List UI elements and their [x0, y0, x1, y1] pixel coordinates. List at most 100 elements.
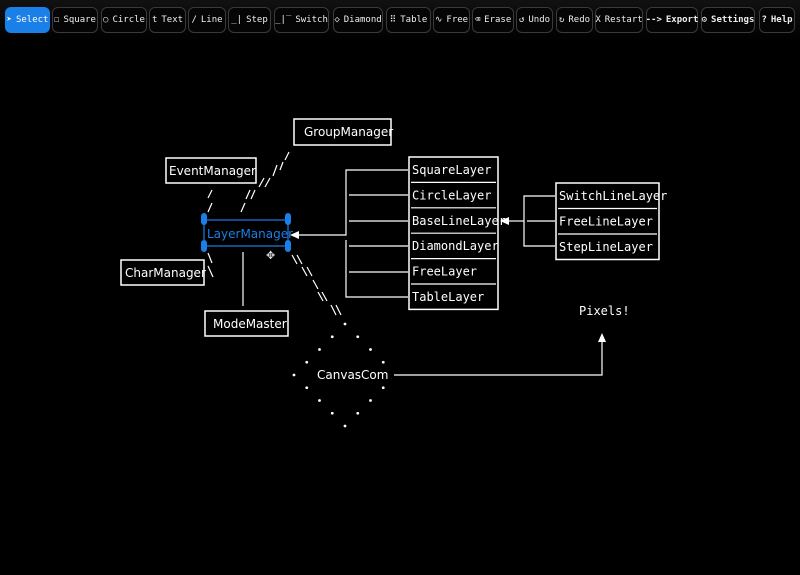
node-char-manager[interactable]: CharManager — [120, 259, 206, 286]
step-icon: _| — [231, 15, 243, 25]
char-manager-label: CharManager — [125, 266, 206, 280]
diamond-dot — [369, 399, 372, 402]
step-button[interactable]: _|Step — [228, 7, 271, 33]
switch-icon: _|‾ — [275, 15, 292, 25]
text-icon: t — [151, 15, 158, 25]
move-cursor-icon: ✥ — [266, 249, 275, 262]
square-button[interactable]: ☐Square — [52, 7, 98, 33]
table-cell[interactable]: BaseLineLayer — [412, 214, 506, 228]
help-button[interactable]: ?Help — [759, 7, 795, 33]
undo-button[interactable]: ↺Undo — [516, 7, 553, 33]
diamond-dot — [305, 386, 309, 390]
node-canvas-com[interactable]: CanvasCom — [292, 322, 389, 428]
table-cell[interactable]: DiamondLayer — [412, 239, 499, 253]
layer-table-border — [408, 156, 499, 311]
freehand-icon: ∿ — [434, 15, 443, 25]
line-button-label: Line — [200, 15, 223, 25]
table-cell[interactable]: CircleLayer — [412, 188, 491, 202]
square-button-label: Square — [63, 15, 96, 25]
restart-icon: X — [595, 15, 601, 25]
free-button-label: Free — [446, 15, 469, 25]
node-event-manager[interactable]: EventManager — [165, 157, 257, 184]
resize-handle-top-left[interactable] — [201, 213, 207, 225]
table-button[interactable]: ⠿Table — [386, 7, 431, 33]
select-button[interactable]: ➤Select — [5, 7, 50, 33]
circle-button[interactable]: ○Circle — [101, 7, 147, 33]
diamond-dot — [343, 322, 347, 326]
diamond-button-label: Diamond — [343, 15, 382, 25]
connector-group-to-layer — [240, 151, 290, 213]
export-button[interactable]: -->Export — [646, 7, 698, 33]
line-button[interactable]: /Line — [188, 7, 226, 33]
node-layer-manager[interactable]: LayerManager ✥ — [201, 213, 293, 262]
line-icon: / — [191, 15, 197, 25]
resize-handle-top-right[interactable] — [285, 213, 291, 225]
node-mode-master[interactable]: ModeMaster — [204, 310, 289, 337]
pixels-label[interactable]: Pixels! — [579, 304, 630, 318]
circle-button-label: Circle — [112, 15, 145, 25]
line-layer-table[interactable]: SwitchLineLayerFreeLineLayerStepLineLaye… — [555, 182, 667, 261]
resize-handle-bottom-right[interactable] — [285, 240, 291, 252]
connector-layers-to-layer-manager — [290, 169, 408, 298]
diamond-dot — [356, 411, 360, 415]
redo-button[interactable]: ↻Redo — [556, 7, 593, 33]
restart-button-label: Restart — [604, 15, 643, 25]
diamond-dot — [343, 424, 347, 428]
redo-button-label: Redo — [568, 15, 591, 25]
erase-button-label: Erase — [484, 15, 512, 25]
table-cell[interactable]: FreeLineLayer — [559, 215, 653, 229]
step-button-label: Step — [246, 15, 268, 25]
table-cell[interactable]: TableLayer — [412, 290, 484, 304]
help-icon: ? — [761, 15, 767, 25]
gear-icon: ⚙ — [701, 15, 708, 25]
export-icon: --> — [645, 15, 662, 25]
diamond-dot — [292, 373, 296, 377]
diamond-dot — [318, 399, 321, 402]
connector-lines-to-baselayer — [500, 195, 555, 247]
switch-button-label: Switch — [295, 15, 328, 25]
export-button-label: Export — [665, 15, 699, 25]
square-icon: ☐ — [54, 15, 60, 25]
connector-layer-to-canvas — [291, 254, 342, 316]
line-table-border — [555, 182, 660, 261]
cursor-icon: ➤ — [6, 15, 12, 25]
undo-icon: ↺ — [518, 15, 525, 25]
settings-button[interactable]: ⚙Settings — [701, 7, 755, 33]
diamond-dot — [318, 348, 321, 351]
diamond-dot — [305, 360, 309, 364]
node-group-manager[interactable]: GroupManager — [293, 118, 393, 146]
switch-button[interactable]: _|‾Switch — [274, 7, 329, 33]
table-cell[interactable]: StepLineLayer — [559, 240, 653, 254]
layer-manager-label: LayerManager — [207, 227, 293, 241]
group-manager-label: GroupManager — [304, 125, 393, 139]
mode-master-label: ModeMaster — [213, 317, 287, 331]
free-button[interactable]: ∿Free — [433, 7, 470, 33]
settings-button-label: Settings — [711, 15, 755, 25]
layer-table[interactable]: SquareLayerCircleLayerBaseLineLayerDiamo… — [408, 156, 506, 311]
diamond-dot — [381, 386, 385, 390]
undo-button-label: Undo — [528, 15, 551, 25]
table-cell[interactable]: SwitchLineLayer — [559, 189, 667, 203]
table-button-label: Table — [400, 15, 428, 25]
connector-event-to-layer — [207, 189, 213, 213]
table-cell[interactable]: FreeLayer — [412, 265, 477, 279]
diamond-icon: ◇ — [334, 15, 340, 25]
diamond-dot — [381, 360, 385, 364]
eraser-icon: ⌫ — [474, 15, 481, 25]
redo-icon: ↻ — [558, 15, 565, 25]
erase-button[interactable]: ⌫Erase — [472, 7, 514, 33]
diamond-dot — [369, 348, 372, 351]
event-manager-label: EventManager — [169, 164, 256, 178]
canvas-com-label: CanvasCom — [317, 368, 388, 382]
diamond-button[interactable]: ◇Diamond — [333, 7, 383, 33]
help-button-label: Help — [770, 15, 793, 25]
table-cell[interactable]: SquareLayer — [412, 163, 491, 177]
connector-canvas-to-pixels — [394, 333, 606, 376]
resize-handle-bottom-left[interactable] — [201, 240, 207, 252]
text-button-label: Text — [161, 15, 184, 25]
connector-char-to-layer — [207, 252, 214, 278]
